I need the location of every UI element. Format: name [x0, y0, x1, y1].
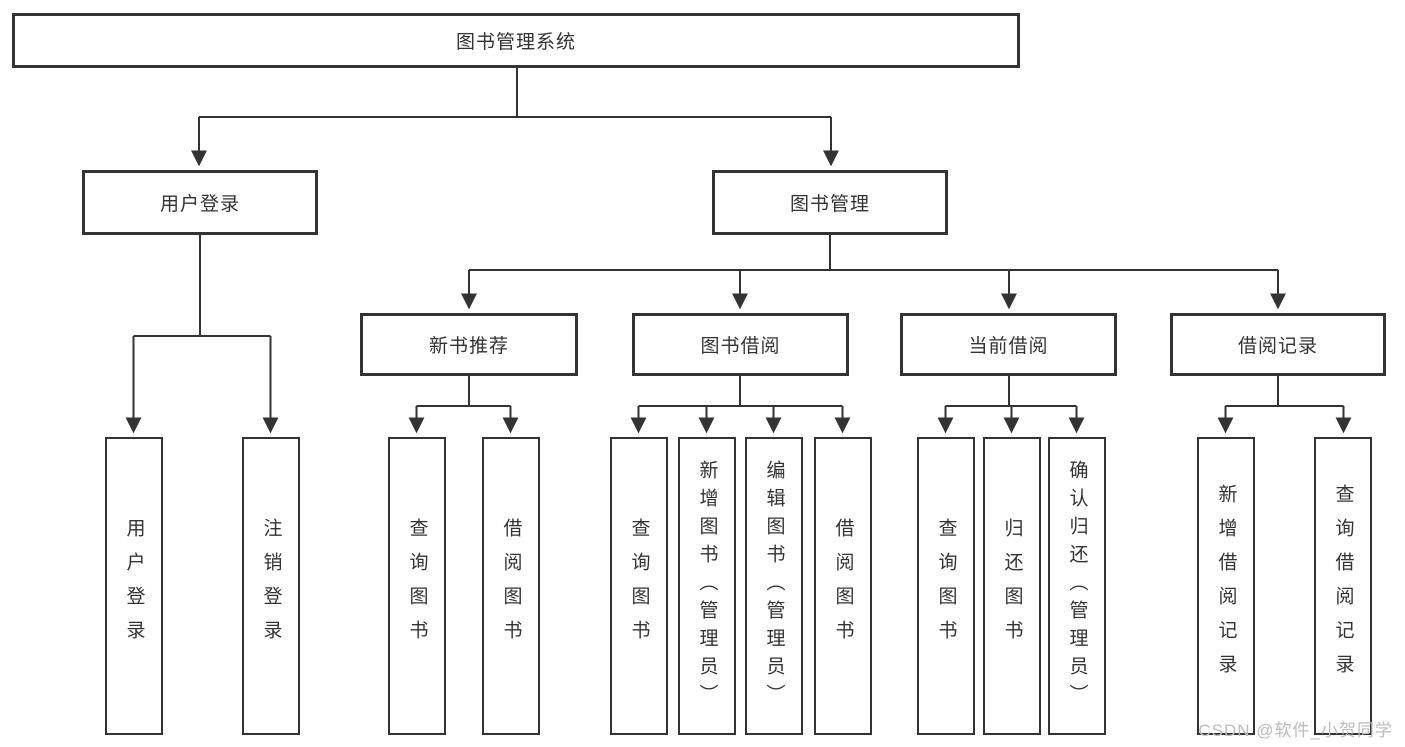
- leaf-edit-book-admin-label: 编辑图书（管理员）: [763, 460, 785, 712]
- leaf-query-books-borrow: 查询图书: [610, 437, 668, 735]
- node-book-management: 图书管理: [712, 170, 948, 235]
- leaf-query-books-current: 查询图书: [917, 437, 975, 735]
- leaf-query-borrow-record: 查询借阅记录: [1314, 437, 1372, 735]
- leaf-edit-book-admin: 编辑图书（管理员）: [745, 437, 803, 735]
- leaf-confirm-return-admin: 确认归还（管理员）: [1048, 437, 1106, 735]
- node-new-book-recommend: 新书推荐: [360, 313, 578, 376]
- leaf-add-borrow-record: 新增借阅记录: [1197, 437, 1255, 735]
- leaf-borrow-books-recommend-label: 借阅图书: [500, 518, 522, 654]
- leaf-return-books-label: 归还图书: [1001, 518, 1023, 654]
- leaf-query-books-recommend: 查询图书: [388, 437, 446, 735]
- leaf-query-books-borrow-label: 查询图书: [628, 518, 650, 654]
- leaf-return-books: 归还图书: [983, 437, 1041, 735]
- leaf-logout: 注销登录: [242, 437, 300, 735]
- leaf-borrow-books-recommend: 借阅图书: [482, 437, 540, 735]
- node-book-borrow: 图书借阅: [632, 313, 849, 376]
- leaf-confirm-return-admin-label: 确认归还（管理员）: [1066, 460, 1088, 712]
- leaf-query-books-current-label: 查询图书: [935, 518, 957, 654]
- node-root: 图书管理系统: [12, 13, 1020, 68]
- leaf-add-borrow-record-label: 新增借阅记录: [1215, 484, 1237, 688]
- node-borrow-records: 借阅记录: [1170, 313, 1386, 376]
- leaf-logout-label: 注销登录: [260, 518, 282, 654]
- leaf-user-login-label: 用户登录: [123, 518, 145, 654]
- leaf-borrow-books-label: 借阅图书: [832, 518, 854, 654]
- leaf-user-login: 用户登录: [105, 437, 163, 735]
- node-user-login: 用户登录: [82, 170, 318, 235]
- leaf-add-book-admin: 新增图书（管理员）: [678, 437, 736, 735]
- leaf-query-books-recommend-label: 查询图书: [406, 518, 428, 654]
- node-current-borrow: 当前借阅: [900, 313, 1117, 376]
- leaf-query-borrow-record-label: 查询借阅记录: [1332, 484, 1354, 688]
- leaf-borrow-books: 借阅图书: [814, 437, 872, 735]
- leaf-add-book-admin-label: 新增图书（管理员）: [696, 460, 718, 712]
